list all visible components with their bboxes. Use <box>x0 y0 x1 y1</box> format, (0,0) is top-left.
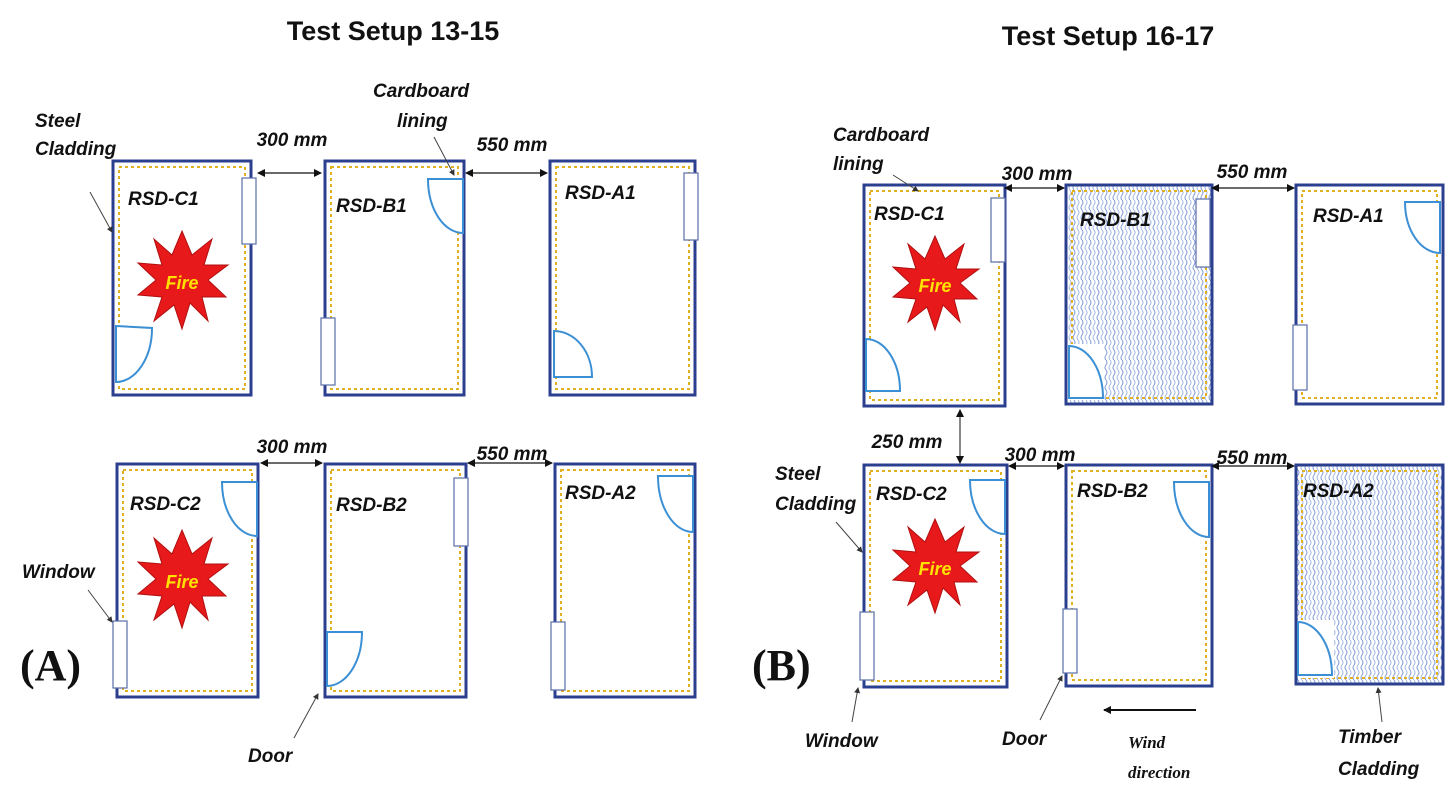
window-shape <box>453 477 469 547</box>
room-a2-right: RSD-A2 <box>1294 463 1445 686</box>
fire-icon: Fire <box>136 229 230 331</box>
door-shape <box>326 631 364 688</box>
cardboard-label: Cardboard <box>833 125 929 146</box>
room-label-b2-left: RSD-B2 <box>336 495 407 516</box>
pointer-line <box>293 693 319 739</box>
lining-label: lining <box>397 111 448 132</box>
door-shape <box>865 337 902 392</box>
door-shape <box>553 329 594 378</box>
room-a2-left: RSD-A2 <box>550 462 697 699</box>
room-label-a2-left: RSD-A2 <box>565 483 636 504</box>
room-label-c2-right: RSD-C2 <box>876 484 947 505</box>
pointer-line <box>1375 687 1383 723</box>
room-b1-right: RSD-B1 <box>1064 183 1214 406</box>
room-label-a1-left: RSD-A1 <box>565 183 636 204</box>
door-label: Door <box>1002 729 1048 750</box>
distance-300-label: 300 mm <box>1002 164 1073 185</box>
fire-label: Fire <box>918 559 951 579</box>
panel-label-b: (B) <box>752 641 811 690</box>
direction-label: direction <box>1128 763 1190 782</box>
room-label-b1-right: RSD-B1 <box>1080 210 1151 231</box>
panel-label-a: (A) <box>20 641 81 690</box>
distance-550-label: 550 mm <box>477 444 548 465</box>
wind-label: Wind <box>1128 733 1166 752</box>
window-shape <box>990 197 1006 263</box>
window-shape <box>112 620 128 689</box>
fire-icon: Fire <box>891 517 981 615</box>
pointer-line <box>851 687 861 723</box>
distance-550-label: 550 mm <box>1217 162 1288 183</box>
door-shape <box>1297 620 1334 676</box>
room-label-c1-right: RSD-C1 <box>874 204 945 225</box>
door-shape <box>426 178 464 235</box>
cladding-label: Cladding <box>775 494 857 515</box>
room-a1-left: RSD-A1 <box>548 159 699 397</box>
cladding-label: Cladding <box>1338 759 1420 780</box>
room-b1-left: RSD-B1 <box>320 159 466 397</box>
window-shape <box>320 317 336 386</box>
pointer-line <box>87 589 113 623</box>
door-shape <box>656 475 694 534</box>
door-shape <box>1068 344 1105 399</box>
fire-label: Fire <box>165 572 198 592</box>
window-shape <box>550 621 566 691</box>
window-shape <box>1195 198 1211 268</box>
room-label-a1-right: RSD-A1 <box>1313 206 1384 227</box>
distance-300-label: 300 mm <box>257 130 328 151</box>
pointer-line <box>89 191 113 233</box>
pointer-line <box>433 136 455 176</box>
distance-250-label: 250 mm <box>871 432 943 453</box>
pointer-line <box>1039 675 1063 721</box>
lining-label: lining <box>833 154 884 175</box>
fire-icon: Fire <box>891 234 981 332</box>
cladding-label: Cladding <box>35 139 117 160</box>
distance-550-label: 550 mm <box>477 135 548 156</box>
room-label-a2-right: RSD-A2 <box>1303 481 1374 502</box>
cardboard-label: Cardboard <box>373 81 469 102</box>
window-shape <box>1062 608 1078 674</box>
room-b2-right: RSD-B2 <box>1062 463 1214 688</box>
steel-label: Steel <box>35 111 81 132</box>
room-label-b1-left: RSD-B1 <box>336 196 407 217</box>
fire-icon: Fire <box>136 528 230 630</box>
distance-300-label: 300 mm <box>257 437 328 458</box>
door-shape <box>968 479 1006 536</box>
steel-label: Steel <box>775 464 821 485</box>
title-right: Test Setup 16-17 <box>1002 21 1215 51</box>
fire-label: Fire <box>165 273 198 293</box>
pointer-line <box>835 521 863 553</box>
window-shape <box>683 172 699 241</box>
timber-label: Timber <box>1338 727 1403 748</box>
window-label: Window <box>22 562 96 583</box>
pointer-line <box>892 174 919 192</box>
door-shape <box>1403 201 1441 255</box>
distance-550-label: 550 mm <box>1217 448 1288 469</box>
fire-label: Fire <box>918 276 951 296</box>
door-label: Door <box>248 746 294 767</box>
room-b2-left: RSD-B2 <box>323 462 469 699</box>
door-shape <box>1172 481 1210 539</box>
window-shape <box>1292 324 1308 391</box>
room-c1-left: RSD-C1 <box>111 159 257 397</box>
room-label-c1-left: RSD-C1 <box>128 189 199 210</box>
door-shape <box>115 324 154 384</box>
window-shape <box>241 177 257 245</box>
room-label-c2-left: RSD-C2 <box>130 494 201 515</box>
door-shape <box>220 481 258 538</box>
title-left: Test Setup 13-15 <box>287 16 500 46</box>
distance-300-label: 300 mm <box>1005 445 1076 466</box>
room-label-b2-right: RSD-B2 <box>1077 481 1148 502</box>
window-shape <box>859 611 875 681</box>
room-a1-right: RSD-A1 <box>1292 183 1445 406</box>
window-label: Window <box>805 731 879 752</box>
